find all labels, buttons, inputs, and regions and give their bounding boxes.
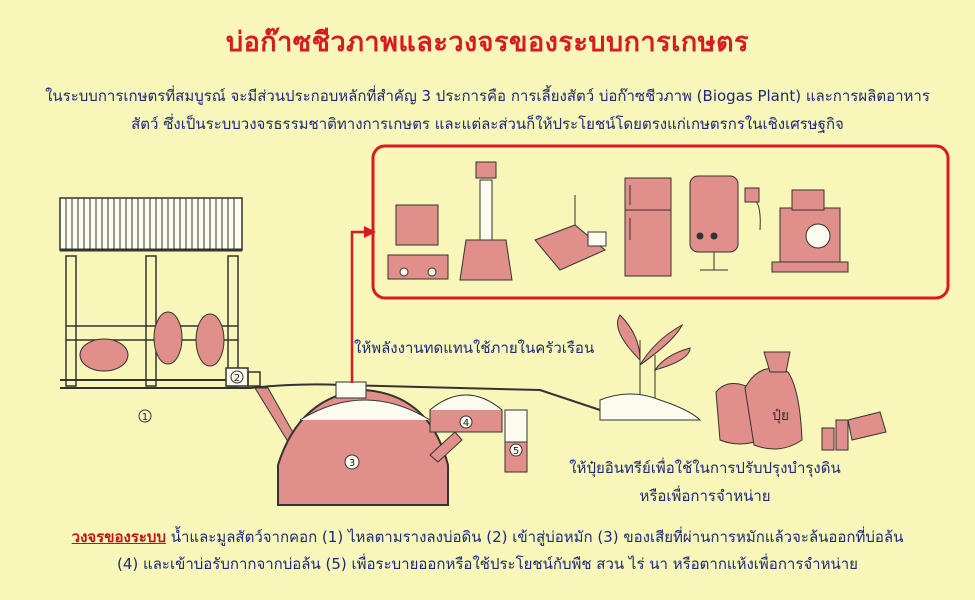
marker-2: 2: [234, 373, 240, 384]
appliance-frame: [371, 144, 950, 300]
pig-icon: [79, 338, 129, 372]
iron-icon: [534, 195, 607, 271]
fertilizer-sack-icon: ปุ๋ย: [715, 351, 803, 450]
fertilizer-label-2: หรือเพื่อการจำหน่าย: [639, 487, 771, 505]
overflow-dome: [429, 394, 503, 411]
page-title: บ่อก๊าซชีวภาพและวงจรของระบบการเกษตร: [225, 27, 750, 58]
overflow-pipe: [429, 431, 463, 463]
sack-label: ปุ๋ย: [772, 408, 789, 424]
plant-icon: [599, 314, 702, 421]
marker-1: 1: [142, 412, 148, 423]
pig-icon: [195, 313, 225, 367]
footer-line-2: (4) และเข้าบ่อรับกากจากบ่อล้น (5) เพื่อร…: [117, 555, 858, 573]
lantern-icon: [459, 161, 513, 281]
stove-icon: [387, 204, 449, 280]
intro-line-2: สัตว์ ซึ่งเป็นระบบวงจรธรรมชาติทางการเกษต…: [131, 115, 844, 133]
marker-5: 5: [513, 446, 519, 457]
money-icon: [821, 411, 887, 451]
footer-line-1-text: น้ำและมูลสัตว์จากคอก (1) ไหลตามรางลงบ่อด…: [165, 528, 904, 546]
engine-icon: [771, 189, 849, 273]
gas-outlet: [335, 381, 367, 399]
energy-arrow: [350, 230, 372, 383]
footer-line-1: วงจรของระบบ น้ำและมูลสัตว์จากคอก (1) ไหล…: [0, 525, 975, 549]
water-heater-icon: [689, 175, 761, 271]
marker-3: 3: [349, 458, 355, 469]
pig-icon: [153, 311, 183, 365]
gas-dome: [299, 399, 431, 421]
refrigerator-icon: [624, 177, 672, 277]
arrow-head: [364, 226, 376, 238]
intro-line-1: ในระบบการเกษตรที่สมบูรณ์ จะมีส่วนประกอบห…: [45, 87, 930, 105]
marker-4: 4: [463, 418, 469, 429]
footer-heading: วงจรของระบบ: [71, 528, 166, 546]
fertilizer-label-1: ให้ปุ๋ยอินทรีย์เพื่อใช้ในการปรับปรุงบำรุ…: [569, 459, 841, 477]
energy-label: ให้พลังงานทดแทนใช้ภายในครัวเรือน: [354, 339, 595, 357]
